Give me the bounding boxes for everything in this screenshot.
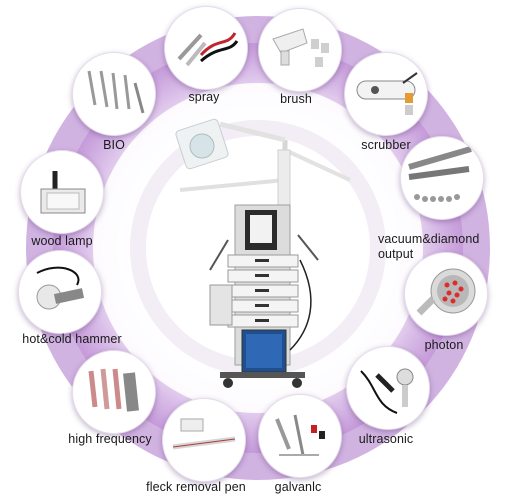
fleck-pen-icon [172, 418, 236, 450]
scrubber-icon [356, 72, 418, 115]
module-high-frequency[interactable] [72, 350, 156, 434]
module-spray[interactable] [164, 6, 248, 90]
label-wood-lamp: wood lamp [31, 234, 93, 248]
label-ultrasonic: ultrasonic [358, 432, 414, 446]
facial-machine-image [175, 118, 351, 388]
module-ultrasonic[interactable] [346, 346, 430, 430]
label-fleck-removal-pen: fleck removal pen [146, 480, 246, 494]
label-spray: spray [188, 90, 220, 104]
label-hot-cold-hammer: hot&cold hammer [22, 332, 122, 346]
module-wood-lamp[interactable] [20, 150, 104, 234]
module-galvanic[interactable] [258, 394, 342, 478]
module-hot-cold-hammer[interactable] [18, 250, 102, 334]
label-brush: brush [280, 92, 312, 106]
module-fleck-removal-pen[interactable] [162, 398, 246, 482]
label-galvanic: galvanlc [274, 480, 322, 494]
wood-lamp-icon [40, 171, 86, 214]
module-bio[interactable] [72, 52, 156, 136]
module-scrubber[interactable] [344, 52, 428, 136]
ultrasonic-icon [360, 368, 414, 414]
bio-icon [87, 70, 145, 114]
spray-icon [177, 32, 239, 67]
hammer-icon [36, 266, 85, 310]
label-high-frequency: high frequency [68, 432, 152, 446]
high-frequency-icon [88, 368, 139, 412]
vacuum-icon [408, 146, 472, 202]
brush-icon [272, 28, 329, 67]
module-vacuum[interactable] [400, 136, 484, 220]
photon-icon [416, 268, 476, 316]
label-photon: photon [424, 338, 464, 352]
label-scrubber: scrubber [361, 138, 411, 152]
galvanic-icon [275, 414, 325, 456]
label-bio: BIO [103, 138, 125, 152]
module-brush[interactable] [258, 8, 342, 92]
label-vacuum: vacuum&diamond output [378, 232, 480, 261]
module-photon[interactable] [404, 252, 488, 336]
